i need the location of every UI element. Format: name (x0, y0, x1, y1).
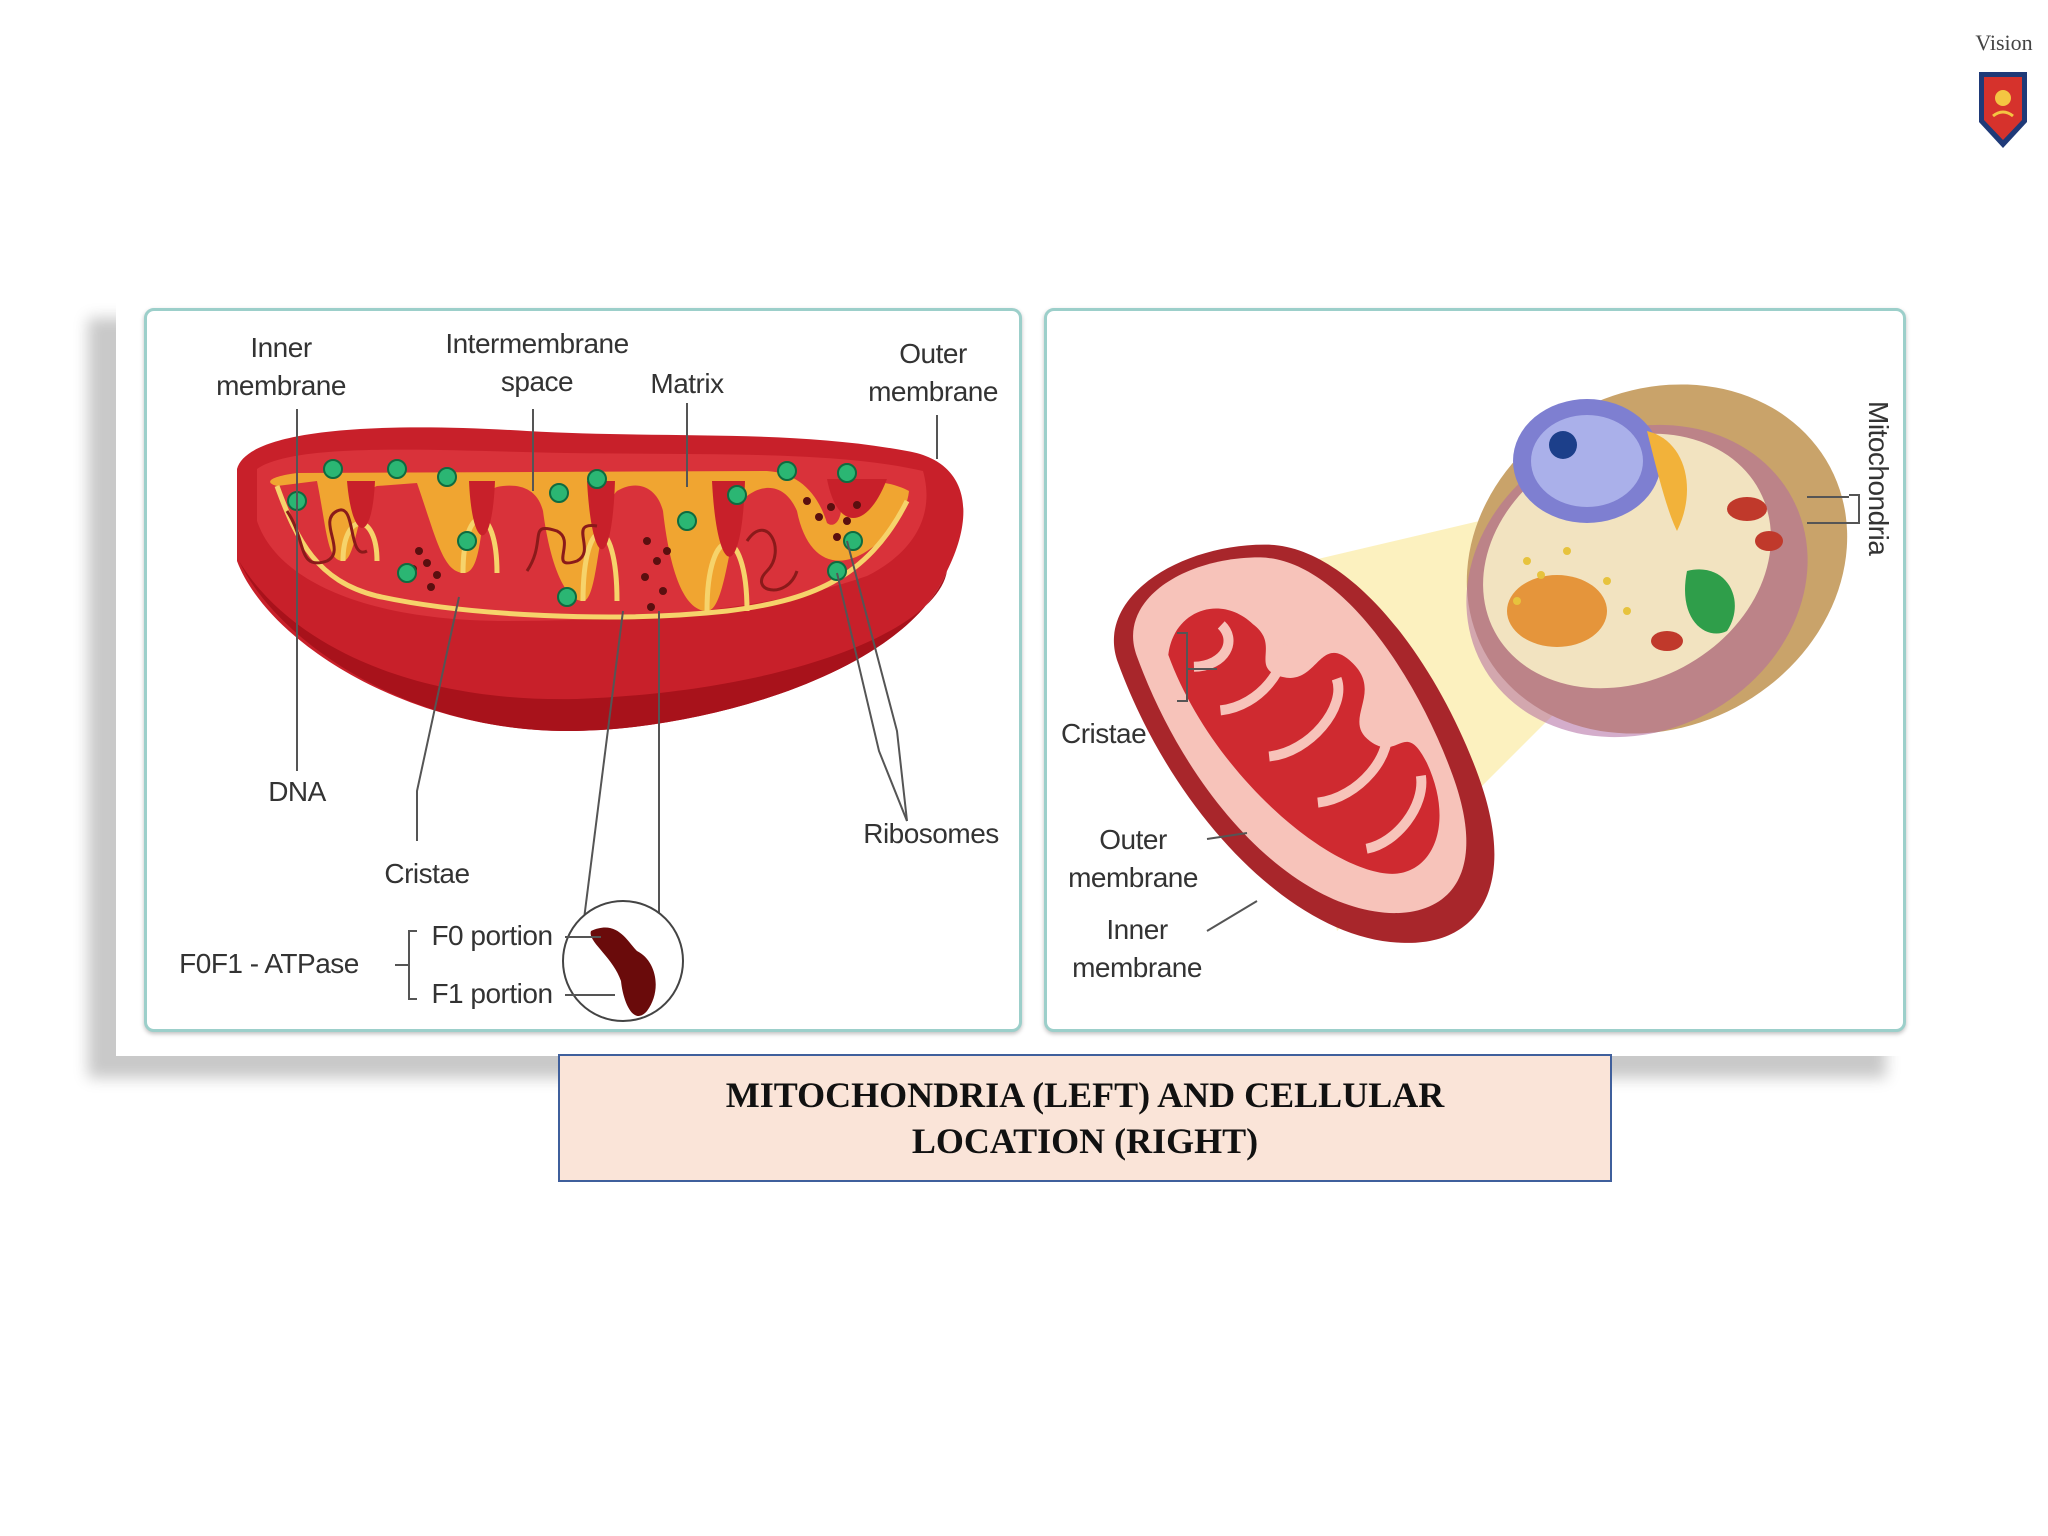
label-ribosomes: Ribosomes (863, 818, 999, 849)
caption-line-2: LOCATION (RIGHT) (911, 1121, 1259, 1161)
label-right-outer-membrane: Outer membrane (1068, 824, 1198, 893)
label-outer-membrane: Outer membrane (868, 338, 998, 407)
label-mitochondria-vertical: Mitochondria (1863, 401, 1894, 556)
caption-line-1: MITOCHONDRIA (LEFT) AND CELLULAR (725, 1075, 1445, 1115)
label-right-inner-membrane: Inner membrane (1072, 914, 1202, 983)
figure-container: Inner membrane Intermembrane space Matri… (116, 296, 1914, 1056)
mitochondria-structure-panel: Inner membrane Intermembrane space Matri… (144, 308, 1022, 1032)
shield-icon (1979, 72, 2027, 148)
cell-diagram (1113, 384, 1860, 943)
zoomed-mitochondrion (1113, 544, 1495, 943)
label-f1-portion: F1 portion (431, 978, 553, 1009)
label-intermembrane-space: Intermembrane space (445, 328, 629, 397)
logo-text: Vision (1975, 30, 2033, 55)
label-inner-membrane: Inner membrane (216, 332, 346, 401)
label-dna: DNA (268, 776, 326, 807)
cellular-location-panel: Cristae Outer membrane Inner membrane Mi… (1044, 308, 1906, 1032)
label-right-cristae: Cristae (1061, 718, 1147, 749)
mitochondrion-diagram (237, 403, 964, 1022)
label-cristae: Cristae (384, 858, 470, 889)
label-matrix: Matrix (650, 368, 724, 399)
ribosome-dots (287, 459, 863, 607)
figure-caption: MITOCHONDRIA (LEFT) AND CELLULAR LOCATIO… (558, 1054, 1612, 1182)
label-f0-portion: F0 portion (431, 920, 553, 951)
label-f0f1-atpase: F0F1 - ATPase (179, 948, 359, 979)
vision-logo: Vision (1968, 30, 2038, 160)
